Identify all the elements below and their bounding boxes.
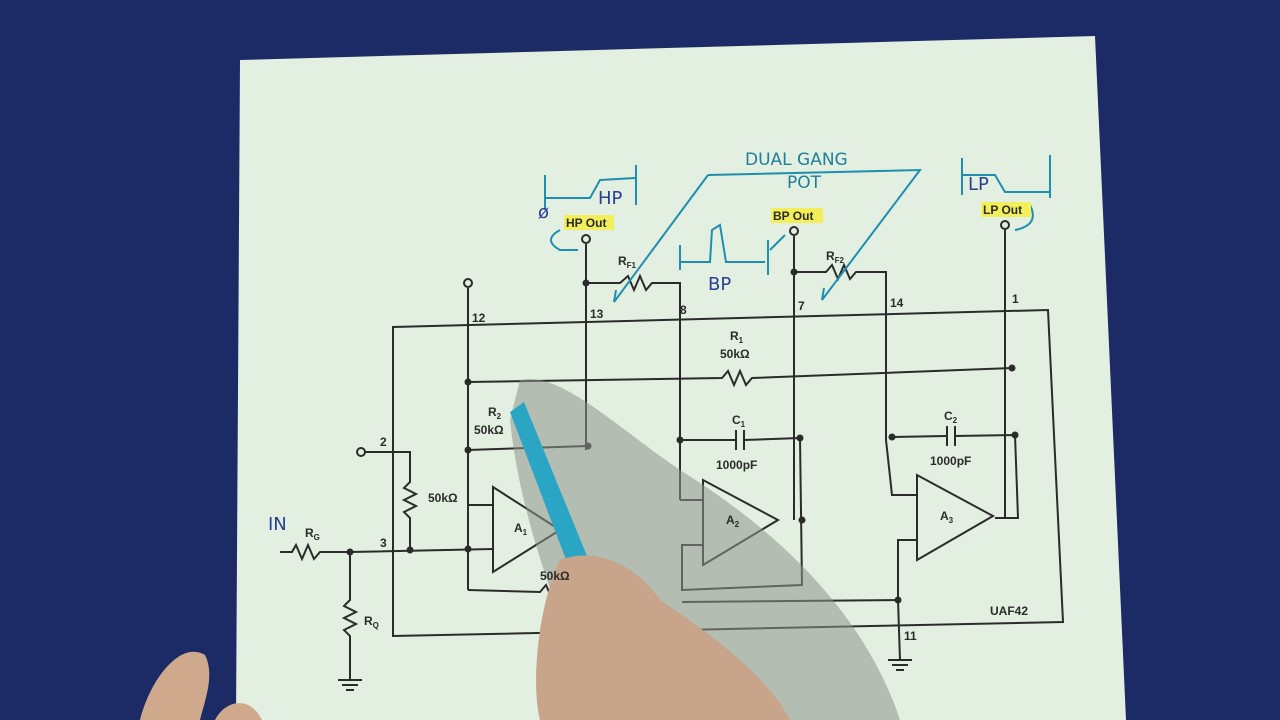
- pin-12: 12: [472, 311, 486, 325]
- lp-out-label: LP Out: [983, 203, 1022, 217]
- bp-out-label: BP Out: [773, 209, 813, 223]
- a1-label: A1: [514, 521, 528, 537]
- input-note: IN: [268, 514, 287, 535]
- r1-value: 50kΩ: [720, 347, 750, 361]
- pin-13: 13: [590, 307, 604, 321]
- pin-wires: [280, 220, 1020, 691]
- r2-value: 50kΩ: [474, 423, 504, 437]
- pin-7: 7: [798, 299, 805, 313]
- rq-label: RQ: [364, 614, 379, 630]
- pin-14: 14: [890, 296, 904, 310]
- hp-out-label: HP Out: [566, 216, 606, 230]
- pin-2: 2: [380, 435, 387, 449]
- lp-out-highlight: [981, 202, 1031, 217]
- pot-note: POT: [787, 173, 822, 193]
- r2-label: R2: [488, 405, 502, 421]
- a3-label: A3: [940, 509, 954, 525]
- chip-label: UAF42: [990, 604, 1028, 618]
- marker-annotations: [544, 155, 1051, 303]
- pin-1: 1: [1012, 292, 1019, 306]
- c2-value: 1000pF: [930, 454, 971, 468]
- bp-note: BP: [708, 274, 731, 295]
- rbottom-value: 50kΩ: [540, 569, 570, 583]
- hp-note: HP: [598, 188, 623, 209]
- hp-out-highlight: [564, 215, 614, 230]
- hand: [536, 555, 790, 720]
- a2-label: A2: [726, 513, 740, 529]
- pin-3: 3: [380, 536, 387, 550]
- bp-out-highlight: [771, 208, 823, 223]
- c1-label: C1: [732, 413, 746, 429]
- rf2-label: RF2: [826, 249, 845, 265]
- pin-8: 8: [680, 303, 687, 317]
- rin-value: 50kΩ: [428, 491, 458, 505]
- uaf42-chip-outline: [392, 308, 1065, 638]
- lp-note: LP: [968, 174, 989, 195]
- dual-gang-note: DUAL GANG: [745, 150, 848, 170]
- left-fingers: [140, 651, 262, 720]
- c2-label: C2: [944, 409, 958, 425]
- c1-value: 1000pF: [716, 458, 757, 472]
- junction-dots: [346, 268, 1019, 604]
- pin-11: 11: [904, 629, 917, 643]
- rg-label: RG: [305, 526, 320, 542]
- r1-label: R1: [730, 329, 744, 345]
- zero-note: ø: [538, 202, 549, 223]
- rf1-label: RF1: [618, 254, 637, 270]
